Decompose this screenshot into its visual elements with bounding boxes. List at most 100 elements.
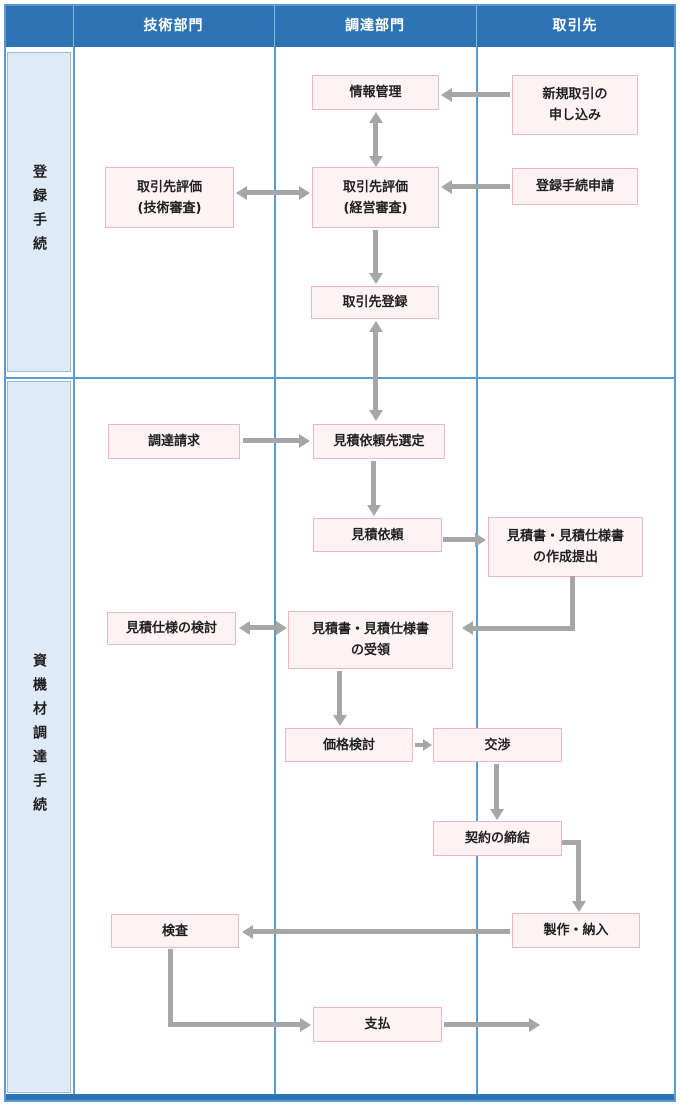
box-label: の作成提出 xyxy=(532,550,598,565)
lane-header-supplier: 取引先 xyxy=(552,18,598,34)
arrow-head xyxy=(276,621,287,635)
arrow-head xyxy=(462,621,473,635)
box-label: 情報管理 xyxy=(349,85,402,100)
box-proc-req: 調達請求 xyxy=(108,424,240,459)
arrow-head xyxy=(369,112,383,123)
box-inspection: 検査 xyxy=(111,914,239,948)
box-rfq: 見積依頼 xyxy=(313,518,442,552)
box-label: の受領 xyxy=(350,643,390,658)
box-quote-submit: 見積書・見積仕様書 の作成提出 xyxy=(488,517,643,577)
box-rfq-select: 見積依頼先選定 xyxy=(313,424,445,459)
box-label: 検査 xyxy=(161,923,188,939)
arrow-shaft xyxy=(443,537,476,542)
arrow-head xyxy=(369,410,383,421)
arrow-shaft xyxy=(415,743,424,747)
lane-divider xyxy=(274,47,276,1094)
arrow-shaft xyxy=(168,1022,301,1027)
box-label: 新規取引の xyxy=(542,87,608,102)
bottom-bar xyxy=(6,1094,674,1100)
box-negotiation: 交渉 xyxy=(433,728,562,762)
arrow-head xyxy=(529,1018,540,1032)
arrow-shaft xyxy=(246,190,300,195)
box-eval-mgmt: 取引先評価 (経営審査) xyxy=(312,167,439,228)
arrow-shaft xyxy=(570,576,575,631)
header-separator xyxy=(274,6,275,47)
arrow-shaft xyxy=(337,671,342,716)
box-eval-tech: 取引先評価 (技術審査) xyxy=(105,167,234,228)
arrow-head xyxy=(299,186,310,200)
arrow-shaft xyxy=(562,840,581,845)
box-label: 支払 xyxy=(364,1017,391,1032)
arrow-head xyxy=(441,88,452,102)
box-payment: 支払 xyxy=(313,1007,442,1042)
box-label: 登録手続申請 xyxy=(535,179,614,194)
section-divider xyxy=(6,377,674,379)
lane-divider xyxy=(73,47,75,1094)
box-label: 見積依頼先選定 xyxy=(333,434,425,449)
arrow-head xyxy=(572,901,586,912)
box-label: 見積仕様の検討 xyxy=(125,621,217,636)
box-spec-review: 見積仕様の検討 xyxy=(107,612,236,645)
arrow-head xyxy=(369,273,383,284)
box-label: 契約の締結 xyxy=(464,831,530,846)
arrow-head xyxy=(299,434,310,448)
arrow-head xyxy=(441,180,452,194)
arrow-head xyxy=(239,621,250,635)
section-label: 登録手続 xyxy=(31,164,47,260)
arrow-shaft xyxy=(452,184,510,189)
arrow-head xyxy=(236,186,247,200)
arrow-head xyxy=(475,533,486,547)
box-label: 取引先登録 xyxy=(342,295,408,310)
arrow-shaft xyxy=(253,929,510,934)
section-label-cell-registration: 登録手続 xyxy=(7,52,71,372)
box-label: 見積依頼 xyxy=(351,527,404,543)
lane-header-tech: 技術部門 xyxy=(143,18,204,34)
arrow-head xyxy=(369,156,383,167)
arrow-shaft xyxy=(249,625,277,630)
arrow-shaft xyxy=(373,123,378,156)
arrow-shaft xyxy=(576,840,581,902)
section-label-cell-procurement: 資機材調達手続 xyxy=(7,381,71,1093)
arrow-head xyxy=(367,505,381,516)
box-label: 見積書・見積仕様書 xyxy=(311,622,429,637)
arrow-shaft xyxy=(452,92,510,97)
box-label: 製作・納入 xyxy=(543,923,609,938)
header-separator xyxy=(73,6,74,47)
box-partner-reg: 取引先登録 xyxy=(311,286,439,319)
box-manufacture: 製作・納入 xyxy=(512,913,640,948)
box-reg-apply: 登録手続申請 xyxy=(512,168,638,205)
arrow-shaft xyxy=(473,626,573,631)
box-label: 交渉 xyxy=(484,737,511,753)
box-quote-receive: 見積書・見積仕様書 の受領 xyxy=(288,611,453,669)
lane-divider xyxy=(476,47,478,1094)
header-bar xyxy=(6,6,674,47)
box-label: (経営審査) xyxy=(343,200,408,216)
box-contract: 契約の締結 xyxy=(433,821,562,856)
box-label: 価格検討 xyxy=(322,737,375,753)
section-label: 資機材調達手続 xyxy=(31,653,47,821)
arrow-shaft xyxy=(494,764,499,810)
box-new-deal: 新規取引の 申し込み xyxy=(512,75,638,135)
arrow-head xyxy=(423,739,432,751)
box-info-mgmt: 情報管理 xyxy=(312,75,439,110)
arrow-shaft xyxy=(373,331,378,411)
box-label: 申し込み xyxy=(548,108,601,123)
arrow-shaft xyxy=(243,438,300,443)
header-separator xyxy=(476,6,477,47)
arrow-shaft xyxy=(444,1022,530,1027)
box-label: (技術審査) xyxy=(137,200,202,216)
arrow-head xyxy=(333,715,347,726)
arrow-shaft xyxy=(373,230,378,274)
arrow-shaft xyxy=(168,949,173,1027)
arrow-shaft xyxy=(371,461,376,506)
box-label: 見積書・見積仕様書 xyxy=(506,529,624,544)
arrow-head xyxy=(369,321,383,332)
box-label: 取引先評価 xyxy=(136,179,202,195)
box-price-review: 価格検討 xyxy=(285,728,413,762)
box-label: 調達請求 xyxy=(147,434,200,449)
arrow-head xyxy=(490,809,504,820)
box-label: 取引先評価 xyxy=(342,179,408,195)
lane-header-procurement: 調達部門 xyxy=(345,18,405,34)
arrow-head xyxy=(300,1018,311,1032)
